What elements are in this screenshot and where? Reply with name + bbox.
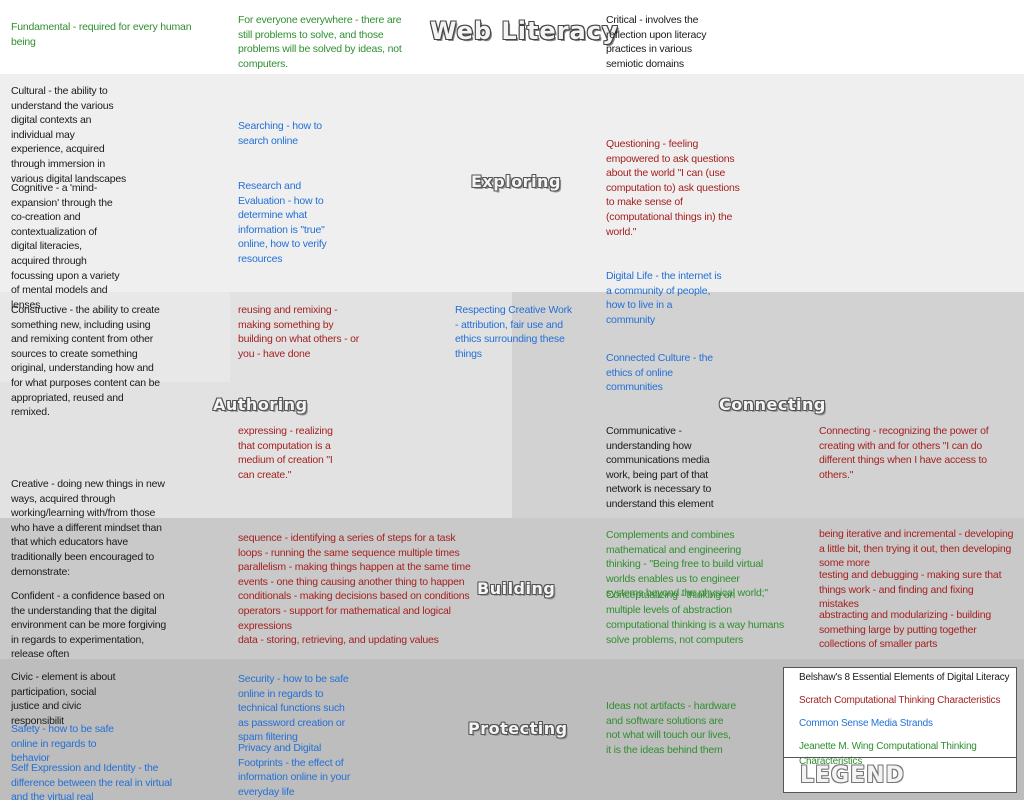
building-band bbox=[0, 518, 1024, 659]
cognitive-text: Cognitive - a 'mind-expansion' through t… bbox=[11, 182, 120, 311]
cultural-text: Cultural - the ability to understand the… bbox=[11, 85, 127, 185]
section-exploring: Exploring bbox=[471, 172, 561, 191]
ideas-text: Ideas not artifacts - hardware and softw… bbox=[606, 700, 736, 756]
authoring-connecting-overlap bbox=[0, 292, 230, 382]
connecting-band bbox=[512, 292, 1024, 518]
connected-culture-text: Connected Culture - the ethics of online… bbox=[606, 352, 713, 394]
respecting-text: Respecting Creative Work - attribution, … bbox=[455, 304, 572, 360]
concept-item: data - storing, retrieving, and updating… bbox=[238, 634, 439, 647]
questioning-text: Questioning - feeling empowered to ask q… bbox=[606, 138, 740, 238]
reusing-text: reusing and remixing - making something … bbox=[238, 304, 360, 360]
civic-text: Civic - element is about participation, … bbox=[11, 671, 116, 727]
searching-text: Searching - how to search online bbox=[238, 120, 322, 147]
computational-concepts-list: sequence - identifying a series of steps… bbox=[238, 531, 478, 648]
legend-item-belshaw: Belshaw's 8 Essential Elements of Digita… bbox=[799, 672, 1010, 683]
research-text: Research and Evaluation - how to determi… bbox=[238, 180, 327, 265]
page-title: Web Literacy bbox=[430, 17, 619, 45]
testing-text: testing and debugging - making sure that… bbox=[819, 569, 1002, 611]
connecting-text: Connecting - recognizing the power of cr… bbox=[819, 425, 989, 481]
critical-text: Critical - involves the reflection upon … bbox=[606, 14, 707, 70]
section-connecting: Connecting bbox=[719, 395, 826, 414]
iterative-text: being iterative and incremental - develo… bbox=[819, 528, 1014, 570]
expressing-text: expressing - realizing that computation … bbox=[238, 425, 333, 481]
fundamental-text: Fundamental - required for every human b… bbox=[11, 21, 192, 48]
legend-box: Belshaw's 8 Essential Elements of Digita… bbox=[783, 667, 1017, 793]
digital-life-text: Digital Life - the internet is a communi… bbox=[606, 270, 722, 326]
self-expression-text: Self Expression and Identity - the diffe… bbox=[11, 762, 172, 804]
everyone-text: For everyone everywhere - there are stil… bbox=[238, 14, 402, 70]
creative-text: Creative - doing new things in new ways,… bbox=[11, 478, 165, 578]
concept-item: loops - running the same sequence multip… bbox=[238, 546, 460, 559]
communicative-text: Communicative - understanding how commun… bbox=[606, 425, 714, 510]
conceptualizing-text: Conceptualizing - thinking on multiple l… bbox=[606, 589, 736, 616]
concept-item: conditionals - making decisions based on… bbox=[238, 590, 470, 603]
legend-title: LEGEND bbox=[800, 763, 905, 788]
section-protecting: Protecting bbox=[468, 719, 568, 738]
legend-item-wing: Jeanette M. Wing Computational Thinking … bbox=[799, 741, 977, 767]
complements-text: Complements and combines mathematical an… bbox=[606, 529, 768, 600]
concept-item: parallelism - making things happen at th… bbox=[238, 561, 471, 574]
confident-text: Confident - a confidence based on the un… bbox=[11, 590, 167, 661]
concept-item: operators - support for mathematical and… bbox=[238, 604, 451, 632]
header-band bbox=[0, 0, 1024, 74]
safety-text: Safety - how to be safe online in regard… bbox=[11, 723, 114, 765]
computational-thinking-text: computational thinking is a way humans s… bbox=[606, 619, 785, 646]
security-text: Security - how to be safe online in rega… bbox=[238, 673, 349, 744]
section-authoring: Authoring bbox=[213, 395, 308, 414]
concept-item: events - one thing causing another thing… bbox=[238, 575, 465, 588]
privacy-text: Privacy and Digital Footprints - the eff… bbox=[238, 742, 351, 798]
exploring-band bbox=[0, 74, 1024, 292]
section-building: Building bbox=[477, 579, 556, 598]
concept-item: sequence - identifying a series of steps… bbox=[238, 532, 456, 544]
constructive-text: Constructive - the ability to create som… bbox=[11, 304, 160, 419]
legend-divider bbox=[784, 757, 1016, 758]
legend-item-common-sense: Common Sense Media Strands bbox=[799, 718, 933, 729]
abstracting-text: abstracting and modularizing - building … bbox=[819, 609, 991, 651]
legend-item-scratch: Scratch Computational Thinking Character… bbox=[799, 695, 1001, 706]
